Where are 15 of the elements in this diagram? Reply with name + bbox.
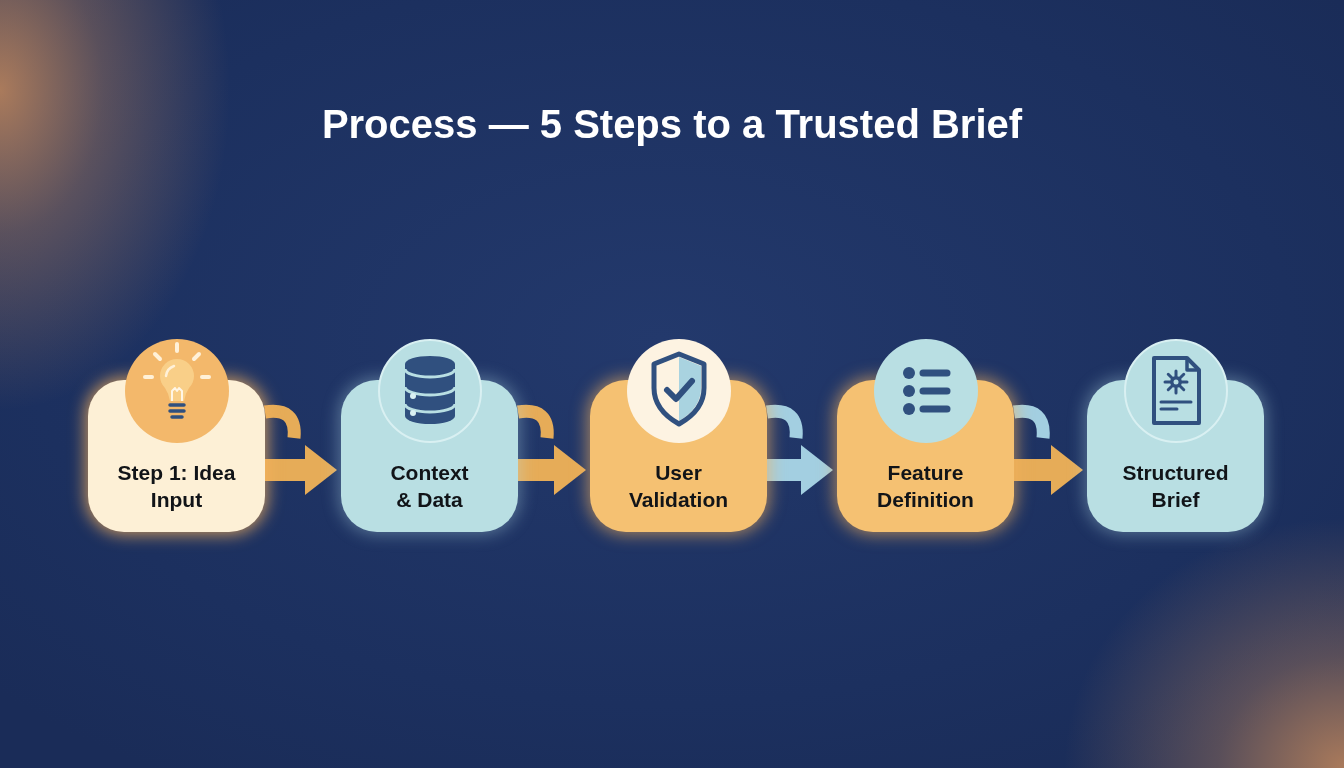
- diagram-title: Process — 5 Steps to a Trusted Brief: [321, 101, 1023, 148]
- step-card: [88, 338, 265, 532]
- arrow: [767, 445, 833, 495]
- step-card: [837, 338, 1014, 532]
- step-label: Feature Definition: [876, 460, 975, 513]
- arrow: [518, 445, 586, 495]
- step-card: [341, 338, 518, 532]
- step-card: [590, 338, 767, 532]
- arrow: [1014, 445, 1083, 495]
- step-label: Step 1: Idea Input: [116, 460, 237, 513]
- step-label: User Validation: [627, 460, 730, 513]
- step-card: [1087, 338, 1264, 532]
- arrow: [265, 445, 337, 495]
- step-label: Structured Brief: [1121, 460, 1230, 513]
- step-label: Context & Data: [389, 460, 470, 513]
